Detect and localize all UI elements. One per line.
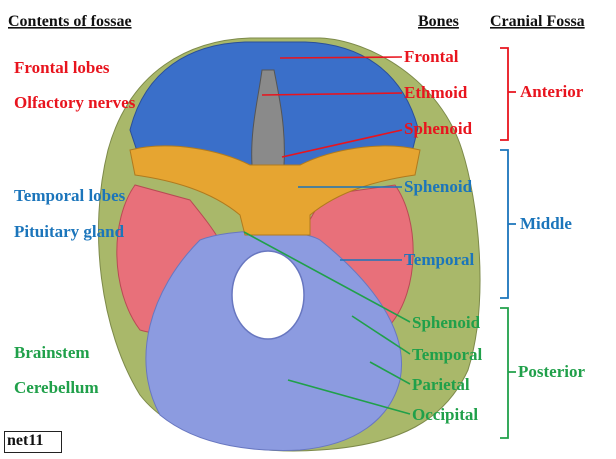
bracket-middle [500,150,516,298]
fossa-anterior: Anterior [520,82,584,101]
fossa-posterior: Posterior [518,362,585,381]
content-pituitary-gland: Pituitary gland [14,222,125,241]
foramen-magnum [232,251,304,339]
watermark-label: net11 [7,432,43,450]
header-cranial-fossa: Cranial Fossa [490,13,585,30]
bone-anterior-ethmoid: Ethmoid [404,83,468,102]
leader-frontal [280,57,402,58]
content-brainstem: Brainstem [14,343,90,362]
bone-anterior-frontal: Frontal [404,47,459,66]
bone-posterior-temporal: Temporal [412,345,482,364]
bone-posterior-sphenoid: Sphenoid [412,313,481,332]
fossa-middle: Middle [520,214,572,233]
header-contents: Contents of fossae [8,13,132,30]
header-bones: Bones [418,13,459,30]
bone-posterior-occipital: Occipital [412,405,478,424]
bracket-anterior [500,48,516,140]
content-frontal-lobes: Frontal lobes [14,58,110,77]
bracket-posterior [500,308,516,438]
bone-middle-sphenoid: Sphenoid [404,177,473,196]
content-cerebellum: Cerebellum [14,378,99,397]
content-temporal-lobes: Temporal lobes [14,186,126,205]
content-olfactory-nerves: Olfactory nerves [14,93,136,112]
bone-posterior-parietal: Parietal [412,375,470,394]
bone-anterior-sphenoid: Sphenoid [404,119,473,138]
bone-middle-temporal: Temporal [404,250,474,269]
